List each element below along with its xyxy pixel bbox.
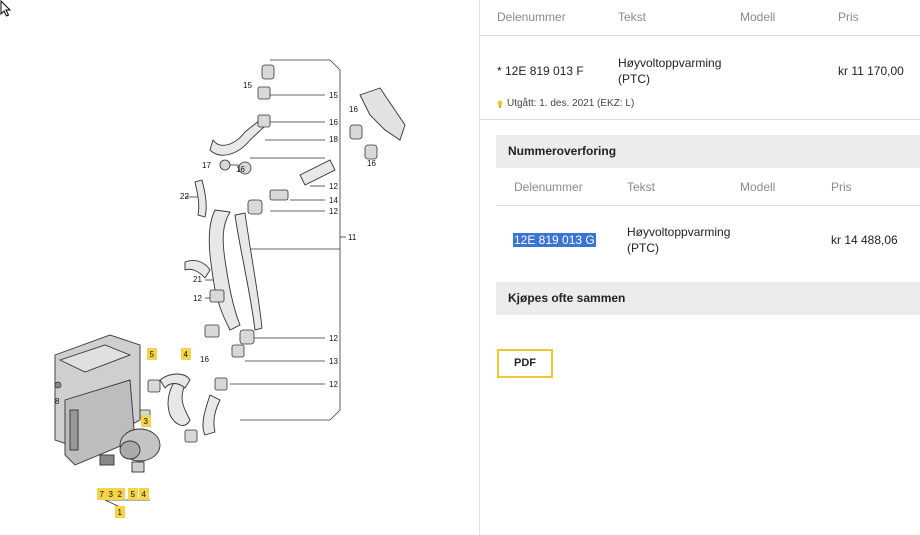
section-number-transfer: Nummeroverforing (496, 135, 920, 168)
transfer-text-line1: Høyvoltoppvarming (627, 225, 731, 239)
mouse-cursor-icon (0, 0, 12, 17)
part-text-line2: (PTC) (618, 72, 650, 86)
svg-text:22: 22 (180, 192, 189, 201)
lightbulb-icon (497, 100, 503, 107)
transfer-part-number[interactable]: 12E 819 013 G (513, 232, 596, 248)
row-divider (480, 119, 920, 120)
pdf-button[interactable]: PDF (497, 349, 553, 378)
selected-text[interactable]: 12E 819 013 G (513, 233, 596, 247)
svg-text:4: 4 (142, 490, 147, 499)
svg-text:5: 5 (131, 490, 136, 499)
part-price: kr 11 170,00 (838, 64, 904, 78)
svg-text:12: 12 (329, 380, 338, 389)
transfer-text-line2: (PTC) (627, 241, 659, 255)
svg-text:12: 12 (329, 182, 338, 191)
svg-text:3: 3 (144, 417, 149, 426)
svg-text:13: 13 (329, 357, 338, 366)
svg-text:14: 14 (329, 196, 338, 205)
panel-divider (479, 0, 480, 535)
header-divider (480, 35, 920, 36)
svg-text:4: 4 (184, 350, 189, 359)
svg-text:12: 12 (329, 334, 338, 343)
transfer-header-divider (496, 205, 920, 206)
svg-text:1: 1 (118, 508, 123, 517)
discontinued-text: Utgått: 1. des. 2021 (EKZ: L) (507, 98, 635, 109)
transfer-header-text: Tekst (627, 180, 656, 194)
svg-text:12: 12 (329, 207, 338, 216)
svg-text:17: 17 (202, 161, 211, 170)
svg-text:7: 7 (100, 490, 105, 499)
diagram-callouts: 15 15 16 16 18 17 22 12 14 12 11 21 12 1… (55, 81, 376, 406)
svg-text:2: 2 (118, 490, 123, 499)
transfer-header-model: Modell (740, 180, 776, 194)
svg-text:15: 15 (243, 81, 252, 90)
transfer-header-part-number: Delenummer (514, 180, 583, 194)
svg-text:21: 21 (193, 275, 202, 284)
part-text-line1: Høyvoltoppvarming (618, 56, 722, 70)
parts-diagram: 15 15 16 16 18 17 22 12 14 12 11 21 12 1… (54, 59, 406, 518)
col-header-part-number: Delenummer (497, 10, 566, 24)
svg-text:16: 16 (200, 355, 209, 364)
svg-text:18: 18 (329, 135, 338, 144)
svg-text:8: 8 (55, 397, 60, 406)
svg-text:16: 16 (329, 118, 338, 127)
parts-diagram-panel: 15 15 16 16 18 17 22 12 14 12 11 21 12 1… (0, 0, 406, 518)
col-header-price: Pris (838, 10, 859, 24)
svg-text:5: 5 (150, 350, 155, 359)
section-often-bought-together[interactable]: Kjøpes ofte sammen (496, 282, 920, 315)
svg-text:16: 16 (367, 159, 376, 168)
part-number[interactable]: * 12E 819 013 F (497, 64, 584, 78)
discontinued-note: Utgått: 1. des. 2021 (EKZ: L) (497, 98, 634, 109)
svg-text:16: 16 (236, 165, 245, 174)
transfer-price: kr 14 488,06 (831, 233, 898, 247)
transfer-header-price: Pris (831, 180, 852, 194)
svg-text:16: 16 (349, 105, 358, 114)
svg-text:15: 15 (329, 91, 338, 100)
svg-text:12: 12 (193, 294, 202, 303)
col-header-text: Tekst (618, 10, 647, 24)
col-header-model: Modell (740, 10, 776, 24)
svg-text:11: 11 (348, 233, 357, 242)
svg-text:3: 3 (109, 490, 114, 499)
